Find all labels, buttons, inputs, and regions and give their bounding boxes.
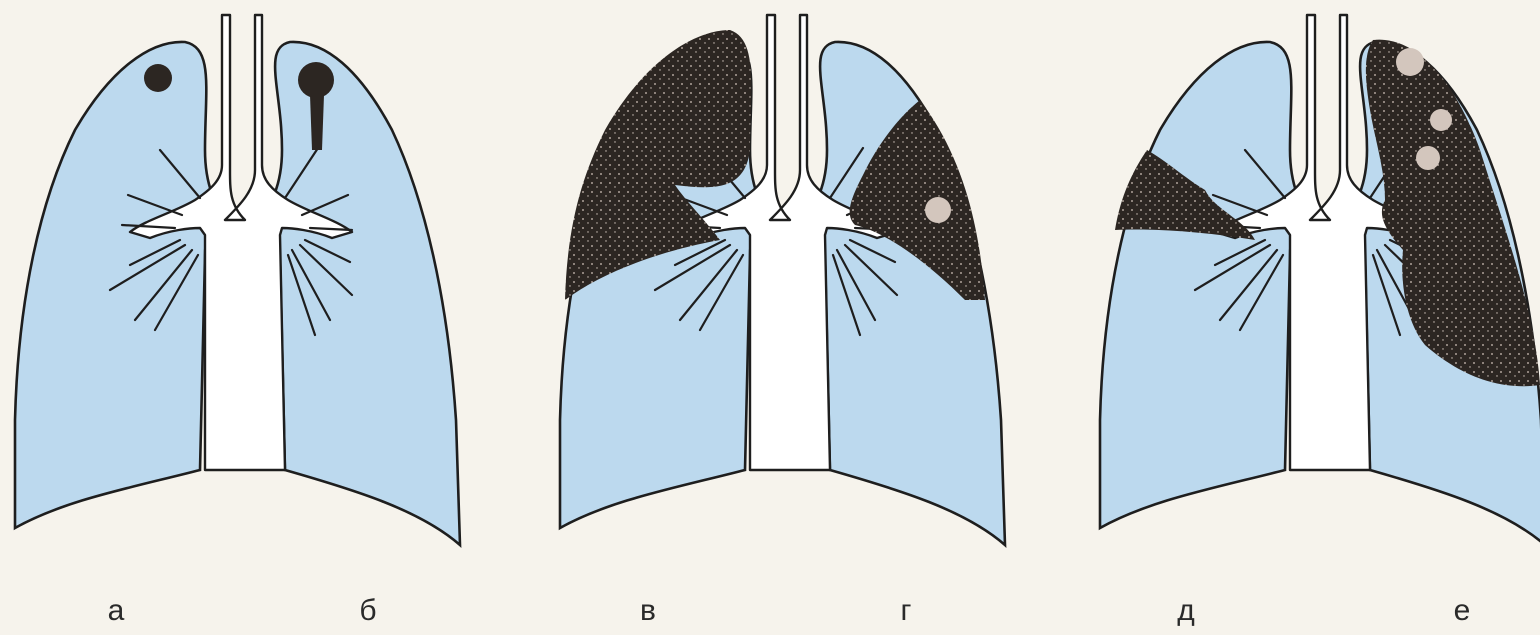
panel-label-b: б: [359, 596, 376, 626]
focus-lesion-a: [144, 64, 172, 92]
panel-label-v: в: [640, 596, 656, 626]
panel-label-d: д: [1177, 596, 1195, 626]
cavity-g: [925, 197, 951, 223]
panel-label-a: а: [108, 596, 125, 626]
panel-label-e: е: [1454, 596, 1471, 626]
cavity-e-3: [1416, 146, 1440, 170]
cavity-e-2: [1430, 109, 1452, 131]
lung-pair-3: [1100, 15, 1540, 545]
lung-pair-2: [560, 15, 1005, 545]
focus-lesion-b: [298, 62, 334, 98]
lung-pair-1: [15, 15, 460, 545]
panel-label-g: г: [901, 596, 912, 626]
cavity-e-1: [1396, 48, 1424, 76]
